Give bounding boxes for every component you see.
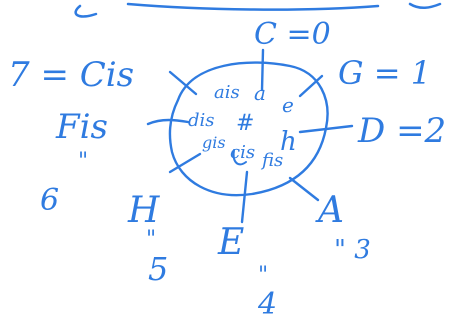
label-h-5: 5: [148, 250, 168, 288]
spoke-e: [240, 170, 249, 224]
label-h-ditto: ": [146, 227, 156, 252]
spoke-a: [288, 176, 320, 202]
outer-labels: C =0 G = 1 D =2 A " 3 E " 4 H " 5 7 = Ci…: [8, 17, 446, 322]
label-e-4: 4: [257, 287, 277, 322]
inner-a: a: [254, 81, 266, 105]
label-a: A: [315, 190, 344, 231]
top-scribble: [74, 2, 442, 18]
label-h: H: [127, 190, 160, 231]
ink-strokes: [74, 2, 442, 224]
spoke-h: [168, 152, 202, 174]
inner-e: e: [282, 93, 294, 117]
center-ellipse: [168, 61, 329, 197]
inner-gis: gis: [202, 133, 226, 152]
label-c-0: C =0: [254, 17, 331, 52]
spoke-c: [260, 48, 265, 92]
label-fis-ditto: ": [78, 149, 88, 174]
spoke-g: [298, 74, 324, 98]
inner-ais: ais: [214, 82, 240, 103]
label-e-ditto: ": [258, 263, 268, 288]
spoke-cis: [168, 70, 198, 96]
label-g-1: G = 1: [338, 54, 431, 92]
loop-e-spoke: [232, 149, 247, 166]
inner-dis: dis: [188, 110, 215, 131]
spoke-d: [298, 124, 354, 134]
label-a-3: " 3: [334, 235, 371, 265]
inner-labels: ais a e h dis # gis cis fis: [188, 81, 297, 171]
label-fis: Fis: [55, 107, 108, 147]
inner-h: h: [280, 127, 297, 157]
inner-fis: fis: [260, 150, 283, 171]
inner-sharp: #: [236, 111, 254, 136]
label-d-2: D =2: [357, 111, 446, 151]
spoke-fis: [146, 118, 190, 126]
inner-cis: cis: [230, 142, 255, 163]
label-fis-6: 6: [40, 183, 59, 218]
label-7-cis: 7 = Cis: [8, 55, 134, 95]
label-e: E: [217, 222, 244, 263]
